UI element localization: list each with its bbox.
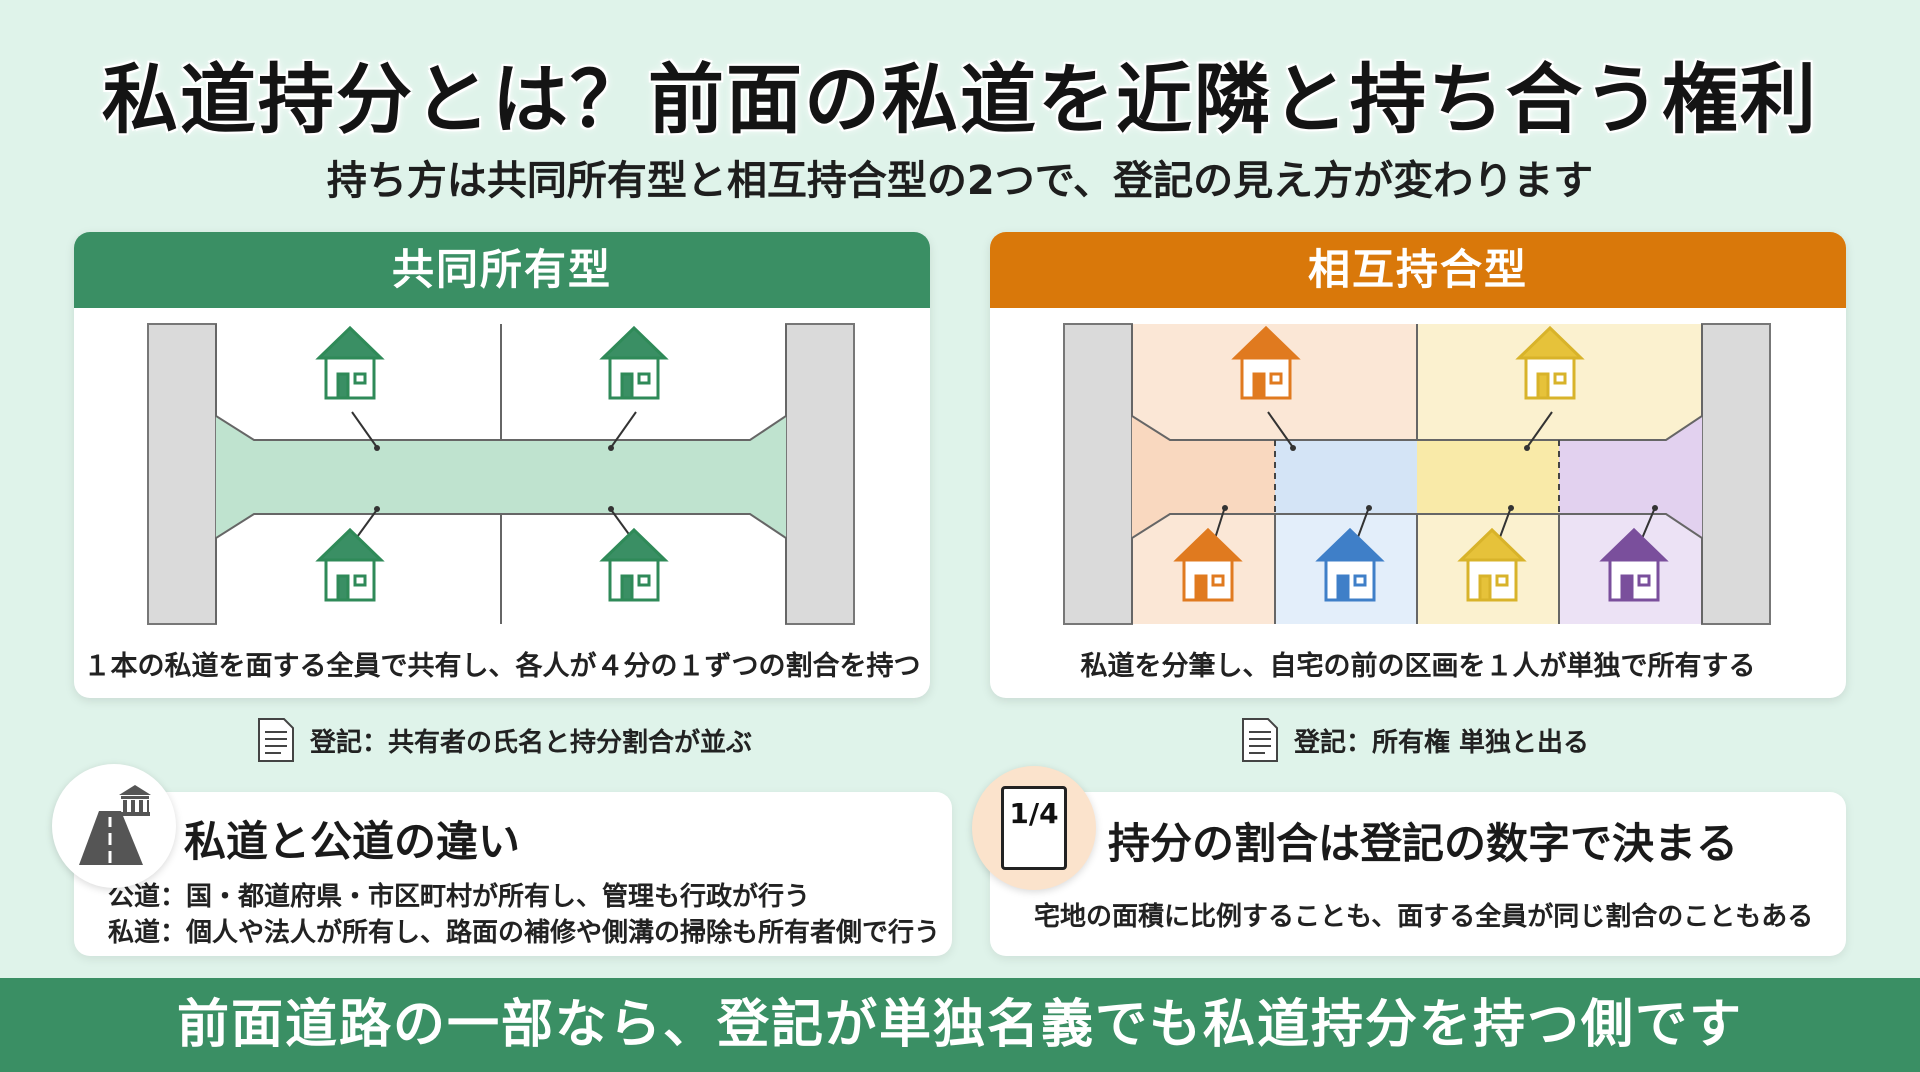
mutual-registration-note: 登記：所有権 単独と出る xyxy=(1240,716,1589,764)
shared-private-road xyxy=(216,416,786,538)
shared-registration-text: 登記：共有者の氏名と持分割合が並ぶ xyxy=(310,727,753,758)
road-government-icon xyxy=(79,785,151,865)
public-road-left xyxy=(147,323,217,625)
page-subtitle: 持ち方は共同所有型と相互持合型の2つで、登記の見え方が変わります xyxy=(326,158,1594,204)
shared-ownership-diagram xyxy=(147,323,855,625)
mutual-registration-text: 登記：所有権 単独と出る xyxy=(1294,727,1590,758)
private-vs-public-card: 私道と公道の違い 公道：国・都道府県・市区町村が所有し、管理も行政が行う 私道：… xyxy=(74,792,952,956)
share-ratio-description: 宅地の面積に比例することも、面する全員が同じ割合のこともある xyxy=(1034,902,1814,932)
footer-banner: 前面道路の一部なら、登記が単独名義でも私道持分を持つ側です xyxy=(0,978,1920,1072)
private-road-definition: 私道：個人や法人が所有し、路面の補修や側溝の掃除も所有者側で行う xyxy=(108,918,941,948)
house-icon xyxy=(1515,325,1585,400)
mutual-ownership-header: 相互持合型 xyxy=(990,232,1846,308)
private-vs-public-title: 私道と公道の違い xyxy=(184,817,521,866)
shared-registration-note: 登記：共有者の氏名と持分割合が並ぶ xyxy=(256,716,752,764)
house-icon xyxy=(1231,325,1301,400)
road-government-badge xyxy=(52,764,176,888)
shared-ownership-header: 共同所有型 xyxy=(74,232,930,308)
mutual-ownership-diagram xyxy=(1063,323,1771,625)
house-icon xyxy=(599,527,669,602)
quarter-fraction-document-icon: 1/4 xyxy=(1001,786,1067,870)
public-road-right xyxy=(785,323,855,625)
shared-ownership-caption: １本の私道を面する全員で共有し、各人が４分の１ずつの割合を持つ xyxy=(83,651,921,682)
house-icon xyxy=(1315,527,1385,602)
mutual-ownership-panel: 相互持合型 xyxy=(990,232,1846,698)
page-title: 私道持分とは？前面の私道を近隣と持ち合う権利 xyxy=(102,55,1818,144)
share-ratio-card: 持分の割合は登記の数字で決まる 宅地の面積に比例することも、面する全員が同じ割合… xyxy=(990,792,1846,956)
fraction-text: 1/4 xyxy=(1009,797,1059,830)
house-icon xyxy=(315,527,385,602)
document-icon xyxy=(258,718,294,762)
house-icon xyxy=(599,325,669,400)
fraction-badge: 1/4 xyxy=(972,766,1096,890)
shared-ownership-panel: 共同所有型 xyxy=(74,232,930,698)
share-ratio-title: 持分の割合は登記の数字で決まる xyxy=(1108,819,1739,868)
mutual-ownership-caption: 私道を分筆し、自宅の前の区画を１人が単独で所有する xyxy=(1080,651,1756,682)
house-icon xyxy=(315,325,385,400)
public-road-definition: 公道：国・都道府県・市区町村が所有し、管理も行政が行う xyxy=(108,882,811,912)
house-icon xyxy=(1173,527,1243,602)
house-icon xyxy=(1599,527,1669,602)
house-icon xyxy=(1457,527,1527,602)
document-icon xyxy=(1242,718,1278,762)
